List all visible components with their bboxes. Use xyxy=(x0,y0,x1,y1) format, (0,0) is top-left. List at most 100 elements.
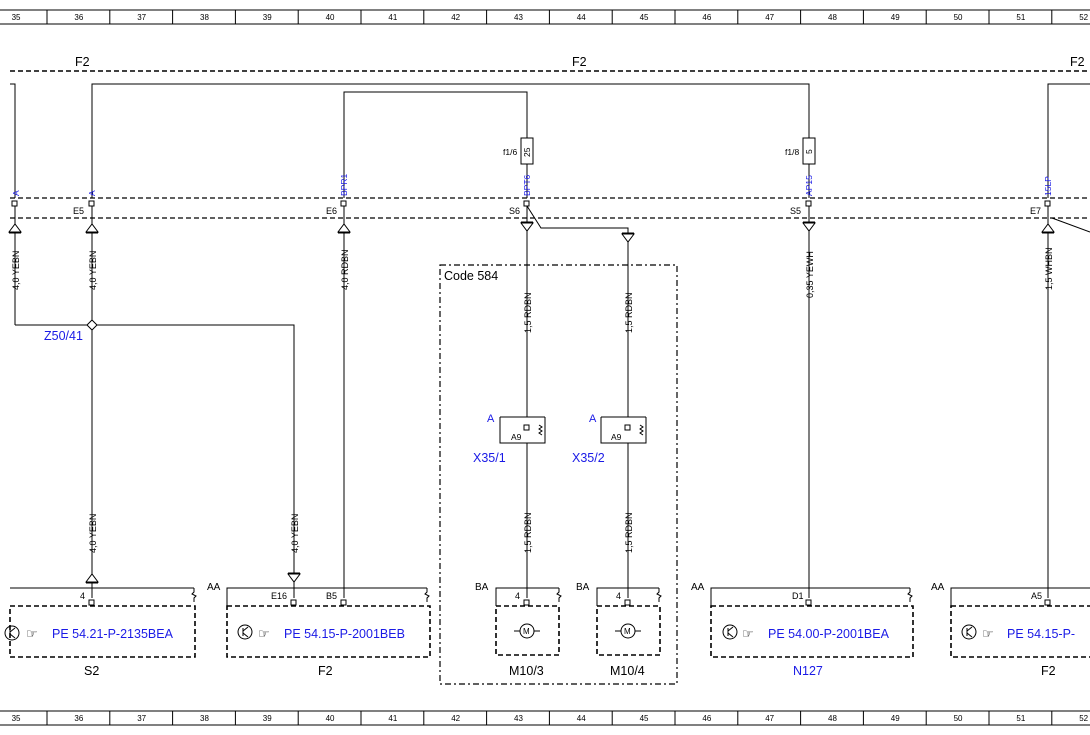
fuse-f1-8[interactable]: f1/8 5 xyxy=(785,137,816,165)
m10-4-pin: 4 xyxy=(616,591,621,601)
connector-e6: E6 xyxy=(326,206,337,216)
s2-name: S2 xyxy=(84,664,99,678)
top-ruler-number: 37 xyxy=(137,13,146,22)
x35-2-pin: A9 xyxy=(611,432,622,442)
f2b-code: AA xyxy=(931,582,945,593)
transistor-icon xyxy=(722,624,738,640)
top-ruler-number: 43 xyxy=(514,13,523,22)
wire-label-w1: 4,0 YEBN xyxy=(11,251,21,290)
wire-label-w6: 0,35 YEWH xyxy=(805,251,815,298)
pin-code-15lp[interactable]: 15LP xyxy=(1043,176,1053,196)
n127-pin: D1 xyxy=(792,591,804,601)
wire-label-w2: 4,0 YEBN xyxy=(88,251,98,290)
top-ruler-number: 36 xyxy=(74,13,83,22)
f2a-pin-e16: E16 xyxy=(271,591,287,601)
m10-3-pin: 4 xyxy=(515,591,520,601)
top-ruler-number: 50 xyxy=(954,13,963,22)
f2b-ref-link[interactable]: PE 54.15-P- xyxy=(1007,627,1075,641)
x35-1-pin: A9 xyxy=(511,432,522,442)
bottom-ruler-number: 40 xyxy=(326,714,335,723)
fuse-f1-8-value: 5 xyxy=(804,149,814,154)
transistor-icon xyxy=(961,624,977,640)
transistor-icon xyxy=(4,625,20,641)
top-ruler-number: 52 xyxy=(1079,13,1088,22)
connector-s5: S5 xyxy=(790,206,801,216)
bottom-ruler-number: 49 xyxy=(891,714,900,723)
component-n127[interactable]: AA D1 ☞ PE 54.00-P-2001BEA N127 xyxy=(691,582,914,678)
svg-text:M: M xyxy=(624,627,631,636)
fuse-box-label-left: F2 xyxy=(75,55,90,69)
connector-e5: E5 xyxy=(73,206,84,216)
m10-3-name: M10/3 xyxy=(509,664,544,678)
x35-1-label[interactable]: X35/1 xyxy=(473,451,506,465)
bottom-ruler-number: 35 xyxy=(12,714,21,723)
connector-x35-2[interactable]: A A9 X35/2 xyxy=(572,413,647,465)
fuse-box-label-center: F2 xyxy=(572,55,587,69)
motor-icon: M xyxy=(514,623,540,639)
splice-z50-41[interactable]: Z50/41 xyxy=(44,319,98,343)
svg-text:M: M xyxy=(523,627,530,636)
pin-code-a-e5[interactable]: A xyxy=(87,190,97,196)
s2-pin: 4 xyxy=(80,591,85,601)
splice-label[interactable]: Z50/41 xyxy=(44,329,83,343)
fuse-f1-6[interactable]: f1/6 25 xyxy=(503,137,534,165)
pin-code-bpt6[interactable]: BPT6 xyxy=(522,174,532,196)
wire-label-w7: 1,5 WHBN xyxy=(1044,247,1054,290)
n127-name[interactable]: N127 xyxy=(793,664,823,678)
top-ruler-number: 40 xyxy=(326,13,335,22)
f2a-pin-b5: B5 xyxy=(326,591,337,601)
bottom-ruler-number: 42 xyxy=(451,714,460,723)
wire-label-w10: 1,5 RDBN xyxy=(523,512,533,553)
component-s2[interactable]: 4 ☞ PE 54.21-P-2135BEA S2 xyxy=(4,587,197,678)
bottom-ruler-number: 38 xyxy=(200,714,209,723)
fuse-f1-8-label: f1/8 xyxy=(785,147,799,157)
code-584-label: Code 584 xyxy=(444,269,498,283)
bottom-ruler-number: 39 xyxy=(263,714,272,723)
x35-2-code: A xyxy=(589,413,597,425)
pointing-hand-icon: ☞ xyxy=(742,626,754,641)
connector-s6: S6 xyxy=(509,206,520,216)
bottom-ruler-number: 51 xyxy=(1016,714,1025,723)
pointing-hand-icon: ☞ xyxy=(982,626,994,641)
top-ruler-number: 38 xyxy=(200,13,209,22)
bottom-ruler-number: 48 xyxy=(828,714,837,723)
wire-label-w3: 4,0 RDBN xyxy=(340,249,350,290)
top-ruler-number: 48 xyxy=(828,13,837,22)
x35-2-label[interactable]: X35/2 xyxy=(572,451,605,465)
bottom-ruler-number: 52 xyxy=(1079,714,1088,723)
top-ruler-number: 42 xyxy=(451,13,460,22)
m10-3-code: BA xyxy=(475,582,489,593)
bottom-ruler-number: 50 xyxy=(954,714,963,723)
component-f2-a[interactable]: AA E16 B5 ☞ PE 54.15-P-2001BEB F2 xyxy=(207,582,431,678)
wire-label-w8: 4,0 YEBN xyxy=(88,514,98,553)
fuse-box-label-right: F2 xyxy=(1070,55,1085,69)
component-m10-3[interactable]: BA 4 M M10/3 xyxy=(475,582,562,678)
connector-x35-1[interactable]: A A9 X35/1 xyxy=(473,413,546,465)
bottom-ruler-number: 45 xyxy=(640,714,649,723)
component-m10-4[interactable]: BA 4 M M10/4 xyxy=(576,582,662,678)
s2-ref-link[interactable]: PE 54.21-P-2135BEA xyxy=(52,627,174,641)
bottom-ruler-number: 46 xyxy=(702,714,711,723)
top-ruler-number: 41 xyxy=(388,13,397,22)
top-ruler-number: 51 xyxy=(1016,13,1025,22)
bottom-ruler-number: 37 xyxy=(137,714,146,723)
n127-ref-link[interactable]: PE 54.00-P-2001BEA xyxy=(768,627,890,641)
f2b-pin: A5 xyxy=(1031,591,1042,601)
bottom-ruler-number: 41 xyxy=(388,714,397,723)
component-f2-b[interactable]: AA A5 ☞ PE 54.15-P- F2 xyxy=(931,582,1090,678)
pointing-hand-icon: ☞ xyxy=(258,626,270,641)
strip-pins xyxy=(11,200,1051,207)
main-wires xyxy=(14,205,1090,598)
wire-label-w4: 1,5 RDBN xyxy=(523,292,533,333)
top-ruler-number: 44 xyxy=(577,13,586,22)
f2a-ref-link[interactable]: PE 54.15-P-2001BEB xyxy=(284,627,405,641)
top-ruler-number: 35 xyxy=(12,13,21,22)
top-ruler-number: 46 xyxy=(702,13,711,22)
bottom-ruler-number: 36 xyxy=(74,714,83,723)
m10-4-name: M10/4 xyxy=(610,664,645,678)
pin-code-a-left[interactable]: A xyxy=(11,190,21,196)
pin-code-ap15[interactable]: AP15 xyxy=(804,175,814,196)
pin-code-bpr1[interactable]: BPR1 xyxy=(339,174,349,196)
